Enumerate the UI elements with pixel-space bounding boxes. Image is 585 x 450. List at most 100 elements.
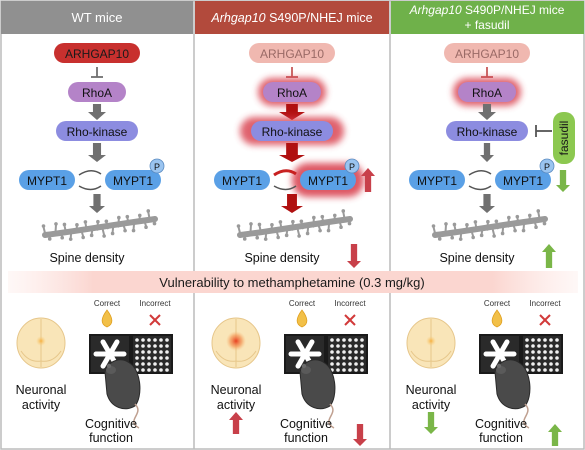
cognitive-function-increase-arrow — [548, 424, 562, 446]
arrow-rhokinase-mypt1 — [88, 143, 106, 162]
mypt1p-label: MYPT1 — [503, 174, 543, 188]
spine-density-label: Spine density — [244, 251, 320, 265]
vulnerability-banner-text: Vulnerability to methamphetamine (0.3 mg… — [159, 275, 424, 290]
dendrite-icon — [431, 209, 548, 241]
header-bar-mutant — [195, 1, 389, 34]
inhibit-fasudil-rhokinase — [535, 125, 552, 137]
incorrect-cross-icon — [344, 314, 356, 326]
inhibit-arhgap10-rhoa — [91, 67, 103, 78]
touchscreen-icon — [89, 334, 173, 374]
inhibit-arhgap10-rhoa — [481, 67, 493, 78]
rhokinase-label: Rho-kinase — [67, 125, 128, 139]
mypt1p-label: MYPT1 — [113, 174, 153, 188]
correct-label: Correct — [484, 299, 511, 308]
cognitive-function-label-2: function — [284, 431, 328, 445]
arrow-rhoa-rhokinase — [88, 104, 106, 120]
cycle-arrow-forward — [468, 170, 492, 176]
inhibit-arhgap10-rhoa — [286, 67, 298, 78]
cycle-arrow-back — [468, 185, 492, 191]
mypt1p-pill — [105, 170, 161, 190]
arhgap10-pill — [54, 43, 140, 63]
mypt1-label: MYPT1 — [27, 174, 67, 188]
dendrite-icon — [41, 209, 158, 241]
cycle-arrow-back — [273, 185, 297, 191]
rhokinase-pill — [56, 121, 138, 141]
incorrect-label: Incorrect — [334, 299, 366, 308]
mypt1p-label: MYPT1 — [308, 174, 348, 188]
mypt1-pill — [19, 170, 75, 190]
incorrect-label: Incorrect — [139, 299, 171, 308]
neuronal-activity-label-1: Neuronal — [406, 383, 457, 397]
mypt1-label: MYPT1 — [417, 174, 457, 188]
spine-density-label: Spine density — [439, 251, 515, 265]
arrow-rhoa-rhokinase — [279, 104, 305, 120]
cognitive-function-label-2: function — [89, 431, 133, 445]
mypt1p-increase-arrow — [361, 168, 375, 192]
arrow-mypt1-spine — [479, 194, 495, 213]
neuronal-activity-label-2: activity — [217, 398, 256, 412]
brain-icon — [211, 317, 261, 369]
rhokinase-label: Rho-kinase — [262, 125, 323, 139]
correct-drop-icon — [296, 309, 308, 328]
incorrect-cross-icon — [539, 314, 551, 326]
arrow-mypt1-spine — [89, 194, 105, 213]
cycle-arrow-back — [78, 185, 102, 191]
brain-icon — [16, 317, 66, 369]
neuronal-activity-label-2: activity — [412, 398, 451, 412]
rhoa-label: RhoA — [472, 86, 502, 100]
mypt1-pill — [409, 170, 465, 190]
neuronal-activity-label-1: Neuronal — [16, 383, 67, 397]
rhoa-pill — [263, 82, 321, 102]
arhgap10-label: ARHGAP10 — [260, 47, 324, 61]
mypt1p-pill — [300, 170, 356, 190]
brain-icon — [406, 317, 456, 369]
neuronal-activity-label-2: activity — [22, 398, 61, 412]
rhoa-pill — [68, 82, 126, 102]
correct-label: Correct — [94, 299, 121, 308]
rhoa-pill — [458, 82, 516, 102]
cycle-arrow-forward — [78, 170, 102, 176]
mypt1-pill — [214, 170, 270, 190]
arhgap10-label: ARHGAP10 — [65, 47, 129, 61]
neuronal-activity-decrease-arrow — [424, 412, 438, 434]
correct-label: Correct — [289, 299, 316, 308]
dendrite-icon — [236, 209, 353, 241]
arrow-rhokinase-mypt1 — [279, 143, 305, 162]
rhokinase-label: Rho-kinase — [457, 125, 518, 139]
vulnerability-banner — [8, 271, 578, 293]
rhokinase-pill — [446, 121, 528, 141]
incorrect-cross-icon — [149, 314, 161, 326]
mouse-icon — [104, 359, 141, 429]
phospho-badge-label: P — [544, 162, 550, 172]
phospho-badge-label: P — [349, 162, 355, 172]
cognitive-function-label-1: Cognitive — [85, 417, 137, 431]
spine-density-decrease-arrow — [347, 244, 361, 268]
rhoa-label: RhoA — [277, 86, 307, 100]
mouse-icon — [494, 359, 531, 429]
neuronal-activity-label-1: Neuronal — [211, 383, 262, 397]
incorrect-label: Incorrect — [529, 299, 561, 308]
mypt1p-decrease-arrow — [556, 170, 570, 192]
mouse-icon — [299, 359, 336, 429]
cognitive-function-label-1: Cognitive — [475, 417, 527, 431]
phospho-badge — [539, 158, 555, 174]
cognitive-function-label-2: function — [479, 431, 523, 445]
rhoa-label: RhoA — [82, 86, 112, 100]
arrow-mypt1-spine — [281, 194, 303, 213]
cognitive-function-label-1: Cognitive — [280, 417, 332, 431]
touchscreen-icon — [284, 334, 368, 374]
mypt1-label: MYPT1 — [222, 174, 262, 188]
cognitive-function-decrease-arrow — [353, 424, 367, 446]
phospho-badge — [344, 158, 360, 174]
header-bar-wt — [1, 1, 193, 34]
header-title-fasudil: Arhgap10 S490P/NHEJ mice — [409, 3, 565, 17]
correct-drop-icon — [101, 309, 113, 328]
phospho-badge-label: P — [154, 162, 160, 172]
spine-density-label: Spine density — [49, 251, 125, 265]
arhgap10-pill — [249, 43, 335, 63]
touchscreen-icon — [479, 334, 563, 374]
